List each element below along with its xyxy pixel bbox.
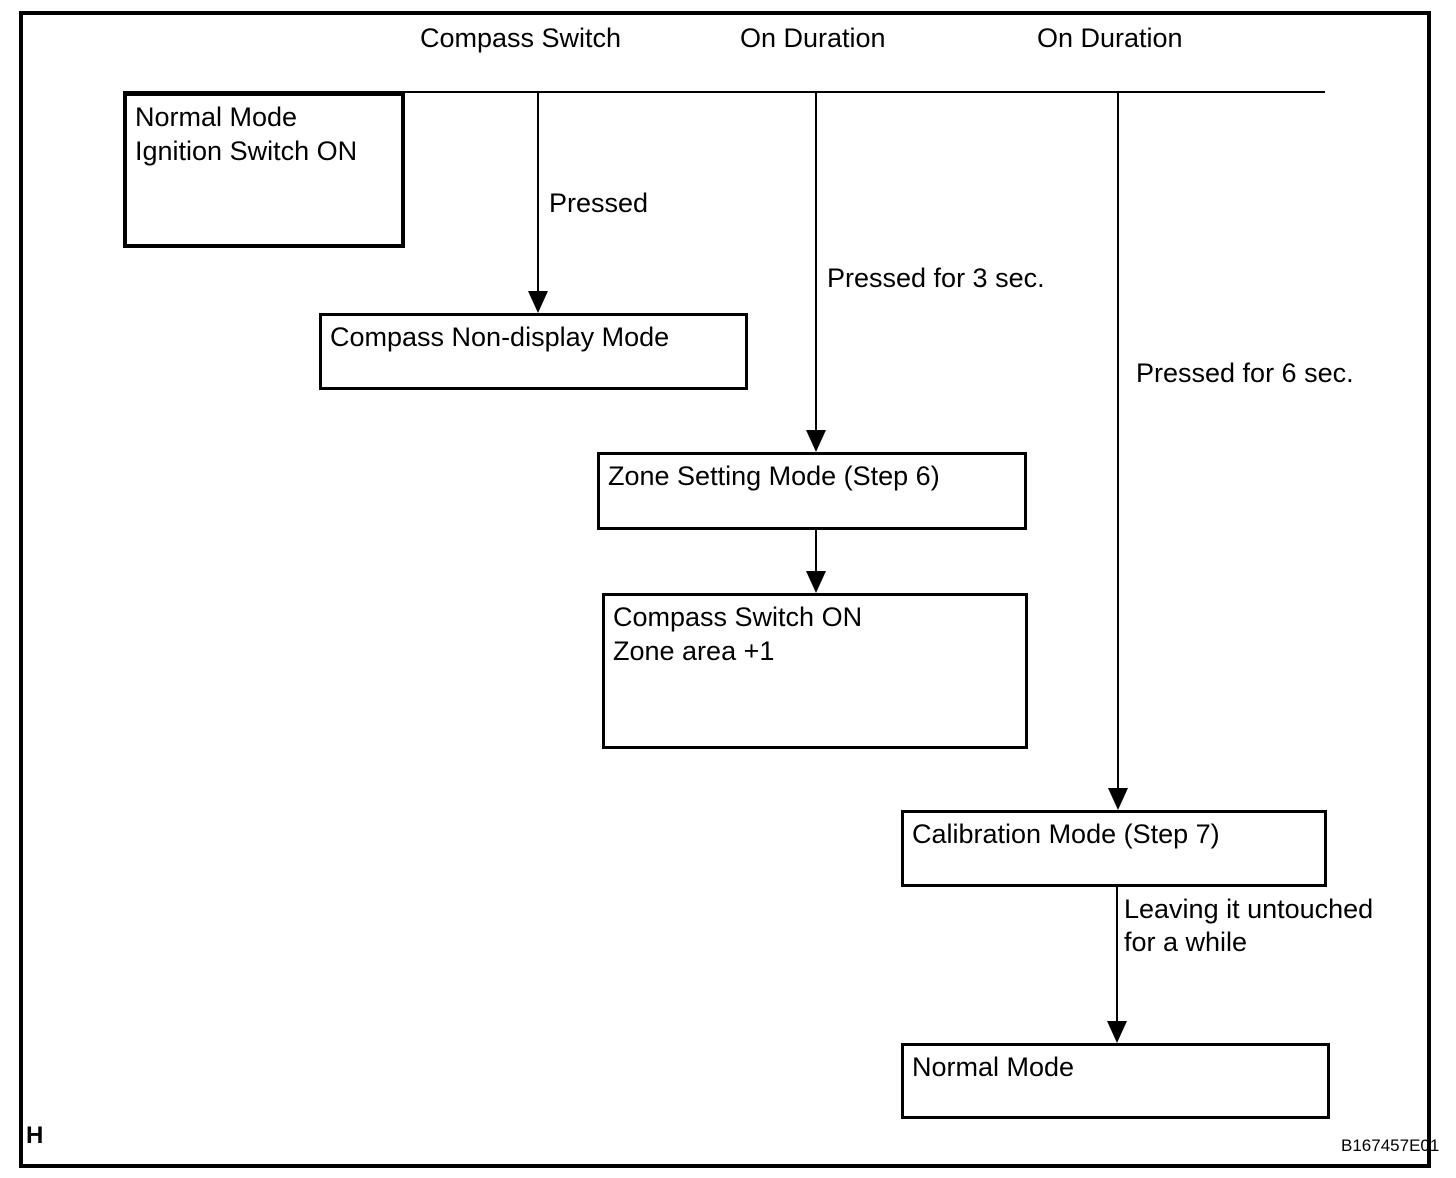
label-leaving: Leaving it untouched for a while bbox=[1124, 893, 1373, 959]
box-calibration: Calibration Mode (Step 7) bbox=[901, 810, 1327, 887]
box-normal-mode-end-line1: Normal Mode bbox=[912, 1052, 1075, 1082]
arrow-pressed-head-icon bbox=[528, 291, 548, 313]
box-zone-setting-line1: Zone Setting Mode (Step 6) bbox=[608, 461, 940, 491]
box-normal-mode-start-line1: Normal Mode bbox=[135, 102, 298, 132]
label-pressed-6sec: Pressed for 6 sec. bbox=[1136, 358, 1354, 388]
box-compass-non-display-line1: Compass Non-display Mode bbox=[330, 322, 670, 352]
arrow-zone-to-switch-head-icon bbox=[806, 571, 826, 593]
label-leaving-line2: for a while bbox=[1124, 927, 1248, 957]
arrow-pressed-6sec-head-icon bbox=[1108, 788, 1128, 810]
box-zone-setting: Zone Setting Mode (Step 6) bbox=[597, 452, 1027, 530]
label-pressed-3sec: Pressed for 3 sec. bbox=[827, 263, 1045, 293]
arrow-pressed-6sec-line bbox=[1117, 92, 1119, 790]
arrow-zone-to-switch-line bbox=[815, 530, 817, 573]
box-normal-mode-end: Normal Mode bbox=[901, 1043, 1330, 1119]
column-label-on-duration-1: On Duration bbox=[740, 23, 886, 53]
timeline-rule bbox=[123, 91, 1325, 93]
box-normal-mode-start: Normal Mode Ignition Switch ON bbox=[123, 92, 405, 248]
column-label-on-duration-2: On Duration bbox=[1037, 23, 1183, 53]
label-pressed: Pressed bbox=[549, 188, 649, 218]
box-compass-switch-on: Compass Switch ON Zone area +1 bbox=[602, 593, 1028, 749]
arrow-pressed-line bbox=[537, 92, 539, 293]
box-calibration-line1: Calibration Mode (Step 7) bbox=[912, 819, 1220, 849]
arrow-pressed-3sec-head-icon bbox=[806, 430, 826, 452]
label-leaving-line1: Leaving it untouched bbox=[1124, 894, 1374, 924]
box-compass-switch-on-line2: Zone area +1 bbox=[613, 636, 775, 666]
arrow-pressed-3sec-line bbox=[815, 92, 817, 432]
page-border bbox=[19, 11, 1431, 1168]
box-compass-switch-on-line1: Compass Switch ON bbox=[613, 602, 863, 632]
figure-code: B167457E01 bbox=[1341, 1136, 1440, 1155]
box-compass-non-display: Compass Non-display Mode bbox=[319, 313, 748, 390]
box-normal-mode-start-line2: Ignition Switch ON bbox=[135, 136, 358, 166]
page-marker: H bbox=[26, 1122, 44, 1149]
arrow-leaving-head-icon bbox=[1107, 1021, 1127, 1043]
arrow-leaving-line bbox=[1116, 887, 1118, 1021]
column-label-compass-switch: Compass Switch bbox=[420, 23, 622, 53]
